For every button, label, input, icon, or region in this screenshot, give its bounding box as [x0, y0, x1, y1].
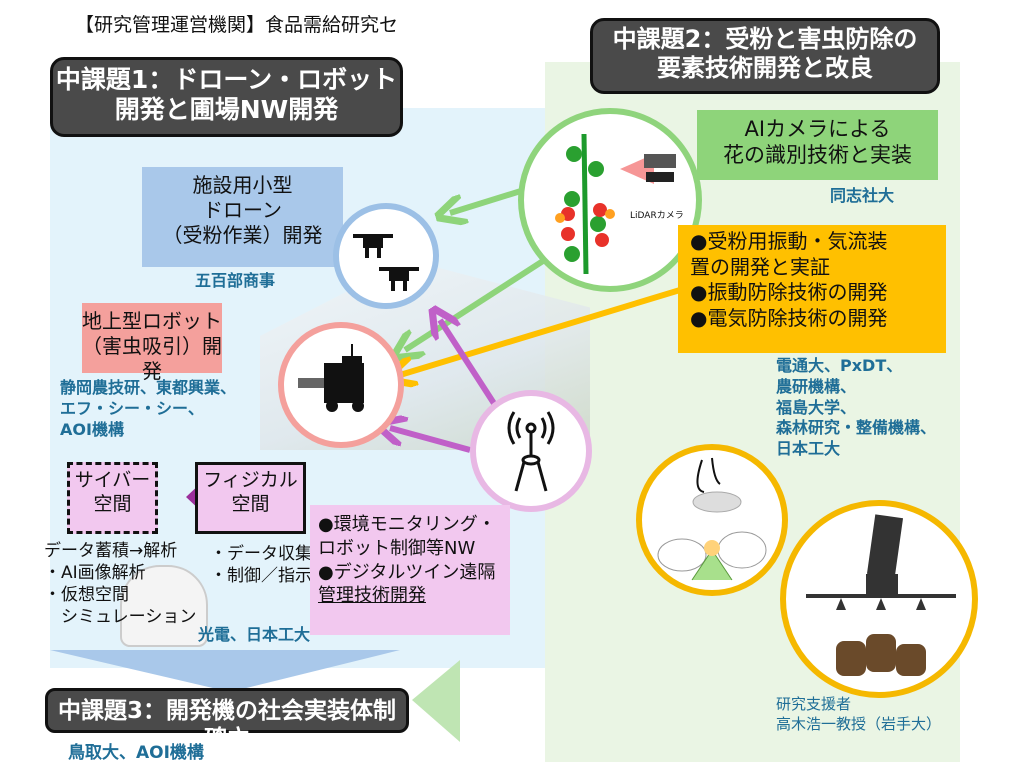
- drone-label-line2: ドローン: [203, 198, 282, 222]
- physical-note: ・制御／指示: [210, 566, 312, 587]
- cloud-server-icon: [120, 565, 208, 647]
- pollination-item: 置の開発と実証: [690, 254, 830, 279]
- robot-circle: [278, 322, 404, 448]
- ai-camera-line1: AIカメラによる: [744, 117, 891, 141]
- drone-label-line1: 施設用小型: [192, 173, 293, 197]
- header-title: 【研究管理運営機関】食品需給研究セ: [75, 14, 399, 36]
- arrow-network-to-robot: [390, 428, 471, 453]
- task3-orgs: 鳥取大、AOI機構: [68, 743, 204, 763]
- pollination-item: ●振動防除技術の開発: [690, 280, 888, 305]
- supporter: 研究支援者 高木浩一教授（岩手大）: [776, 694, 941, 735]
- cps-orgs: 光電、日本工大: [198, 625, 311, 644]
- tomato-camera-circle: LiDARカメラ: [518, 108, 702, 292]
- task2-title-line2: 要素技術開発と改良: [657, 53, 873, 82]
- physical-notes: ・データ収集 ・制御／指示: [210, 543, 312, 587]
- task1-title: 中課題1：ドローン・ロボット 開発と圃場NW開発: [50, 57, 403, 137]
- pollination-org: 電通大、PxDT、: [776, 356, 903, 375]
- robot-org: 静岡農技研、東都興業、: [60, 378, 237, 397]
- airflow-flower-circle: [636, 444, 788, 596]
- cyber-note: ・AI画像解析: [44, 563, 146, 584]
- network-item: ●環境モニタリング・: [318, 514, 496, 535]
- left-arrow-to-task3: [412, 660, 460, 742]
- antenna-circle: [470, 390, 592, 512]
- robot-label-box: 地上型ロボット （害虫吸引）開発: [82, 303, 222, 383]
- lidar-camera-label: LiDARカメラ: [630, 211, 684, 221]
- cyber-notes: データ蓄積→解析 ・AI画像解析 ・仮想空間 シミュレーション: [44, 540, 196, 628]
- ai-camera-box: AIカメラによる 花の識別技術と実装: [697, 110, 938, 180]
- ai-camera-line2: 花の識別技術と実装: [723, 143, 912, 168]
- task3-title: 中課題3：開発機の社会実装体制確立: [45, 688, 409, 752]
- physical-line1: フィジカル: [203, 469, 298, 491]
- pollination-org: 農研機構、: [776, 376, 857, 396]
- network-item: ロボット制御等NW: [318, 537, 476, 559]
- cyber-line1: サイバー: [74, 469, 151, 491]
- robot-label-line2: （害虫吸引）開発: [82, 334, 222, 383]
- physical-line2: 空間: [231, 492, 270, 515]
- physical-space-box: フィジカル 空間: [195, 462, 306, 534]
- pollination-org: 福島大学、: [776, 397, 857, 417]
- pollination-org: 日本工大: [776, 439, 841, 459]
- supporter-name: 高木浩一教授（岩手大）: [776, 715, 942, 734]
- robot-org: エフ・シー・シー、: [60, 398, 204, 418]
- electric-device-icon: [806, 514, 956, 676]
- arrow-device-to-robot: [400, 287, 681, 375]
- task2-title: 中課題2：受粉と害虫防除の 要素技術開発と改良: [590, 18, 940, 94]
- network-item: ●デジタルツイン遠隔: [318, 561, 496, 583]
- down-arrow-to-task3: [50, 650, 400, 692]
- task2-title-line1: 中課題2：受粉と害虫防除の: [612, 25, 918, 53]
- flower-airflow-icon: [657, 457, 767, 581]
- physical-note: ・データ収集: [210, 544, 312, 564]
- task1-title-line1: 中課題1：ドローン・ロボット: [55, 65, 398, 94]
- network-box: ●環境モニタリング・ ロボット制御等NW ●デジタルツイン遠隔 管理技術開発: [310, 505, 510, 635]
- arrow-network-to-drone: [440, 320, 498, 407]
- drone-icon: [353, 234, 419, 291]
- robot-org: AOI機構: [60, 419, 124, 439]
- robot-orgs: 静岡農技研、東都興業、 エフ・シー・シー、 AOI機構: [60, 378, 236, 440]
- cyber-note: シミュレーション: [44, 607, 197, 628]
- antenna-icon: [507, 411, 555, 492]
- robot-icon: [298, 344, 364, 412]
- drone-circle: [333, 203, 439, 309]
- pollination-item: ●受粉用振動・気流装: [690, 229, 888, 253]
- cyber-note: データ蓄積→解析: [44, 541, 178, 561]
- cyber-space-box: サイバー 空間: [67, 462, 158, 534]
- cyber-line2: 空間: [93, 492, 132, 515]
- drone-org: 五百部商事: [195, 271, 276, 290]
- pollination-box: ●受粉用振動・気流装 置の開発と実証 ●振動防除技術の開発 ●電気防除技術の開発: [678, 225, 946, 353]
- drone-label-line3: （受粉作業）開発: [162, 223, 323, 247]
- ai-camera-org: 同志社大: [830, 186, 895, 205]
- task1-title-line2: 開発と圃場NW開発: [114, 95, 339, 124]
- pollination-orgs: 電通大、PxDT、 農研機構、 福島大学、 森林研究・整備機構、 日本工大: [776, 356, 936, 460]
- pollination-org: 森林研究・整備機構、: [776, 418, 937, 438]
- drone-label-box: 施設用小型 ドローン （受粉作業）開発: [142, 167, 343, 267]
- robot-label-line1: 地上型ロボット: [82, 309, 222, 333]
- network-item: 管理技術開発: [318, 585, 426, 607]
- tomato-plant-icon: [555, 133, 676, 275]
- cyber-note: ・仮想空間: [44, 585, 129, 606]
- electric-pest-control-circle: [780, 500, 978, 698]
- supporter-role: 研究支援者: [776, 695, 852, 713]
- pollination-item: ●電気防除技術の開発: [690, 305, 888, 330]
